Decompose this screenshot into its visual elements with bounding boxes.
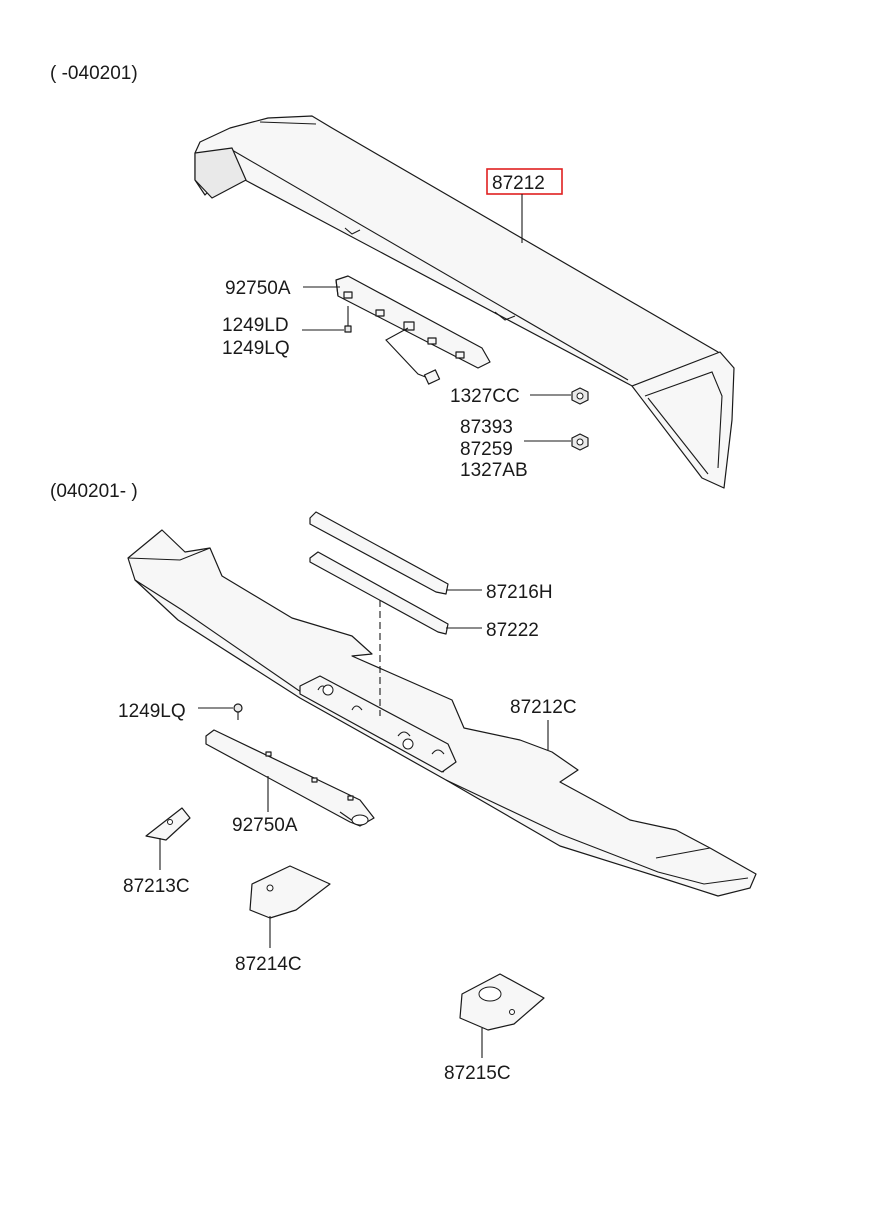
callout-87259[interactable]: 87259 — [460, 439, 513, 460]
nut-1327CC — [571, 387, 589, 405]
callout-87216H[interactable]: 87216H — [486, 582, 553, 603]
callout-87212[interactable]: 87212 — [492, 173, 545, 194]
stop-lamp-92750A-top — [335, 275, 491, 385]
callout-87222[interactable]: 87222 — [486, 620, 539, 641]
pad-87215C — [459, 973, 545, 1031]
callout-1249LQ-bottom[interactable]: 1249LQ — [118, 701, 186, 722]
callout-1327AB[interactable]: 1327AB — [460, 460, 528, 481]
callout-1249LD[interactable]: 1249LD — [222, 315, 289, 336]
seal-strip-87216H — [309, 511, 449, 595]
spoiler-87212C — [127, 529, 757, 897]
callout-1327CC[interactable]: 1327CC — [450, 386, 520, 407]
screw-1249LD — [344, 306, 352, 333]
callout-87214C[interactable]: 87214C — [235, 954, 302, 975]
pad-87214C — [249, 865, 331, 919]
callout-92750A-top[interactable]: 92750A — [225, 278, 291, 299]
callout-87215C[interactable]: 87215C — [444, 1063, 511, 1084]
section-header-top: ( -040201) — [50, 63, 138, 84]
screw-1249LQ-bottom — [233, 703, 243, 720]
callout-87212C[interactable]: 87212C — [510, 697, 577, 718]
callout-87213C[interactable]: 87213C — [123, 876, 190, 897]
seal-strip-87222 — [309, 551, 449, 635]
spoiler-87212 — [194, 115, 735, 489]
pad-87213C — [145, 807, 191, 841]
stop-lamp-92750A-bottom — [205, 729, 375, 827]
callout-1249LQ-top[interactable]: 1249LQ — [222, 338, 290, 359]
section-header-bottom: (040201- ) — [50, 481, 138, 502]
callout-92750A-bottom[interactable]: 92750A — [232, 815, 298, 836]
highlight-box-87212[interactable] — [486, 168, 563, 195]
callout-87393[interactable]: 87393 — [460, 417, 513, 438]
nut-87259 — [571, 433, 589, 451]
